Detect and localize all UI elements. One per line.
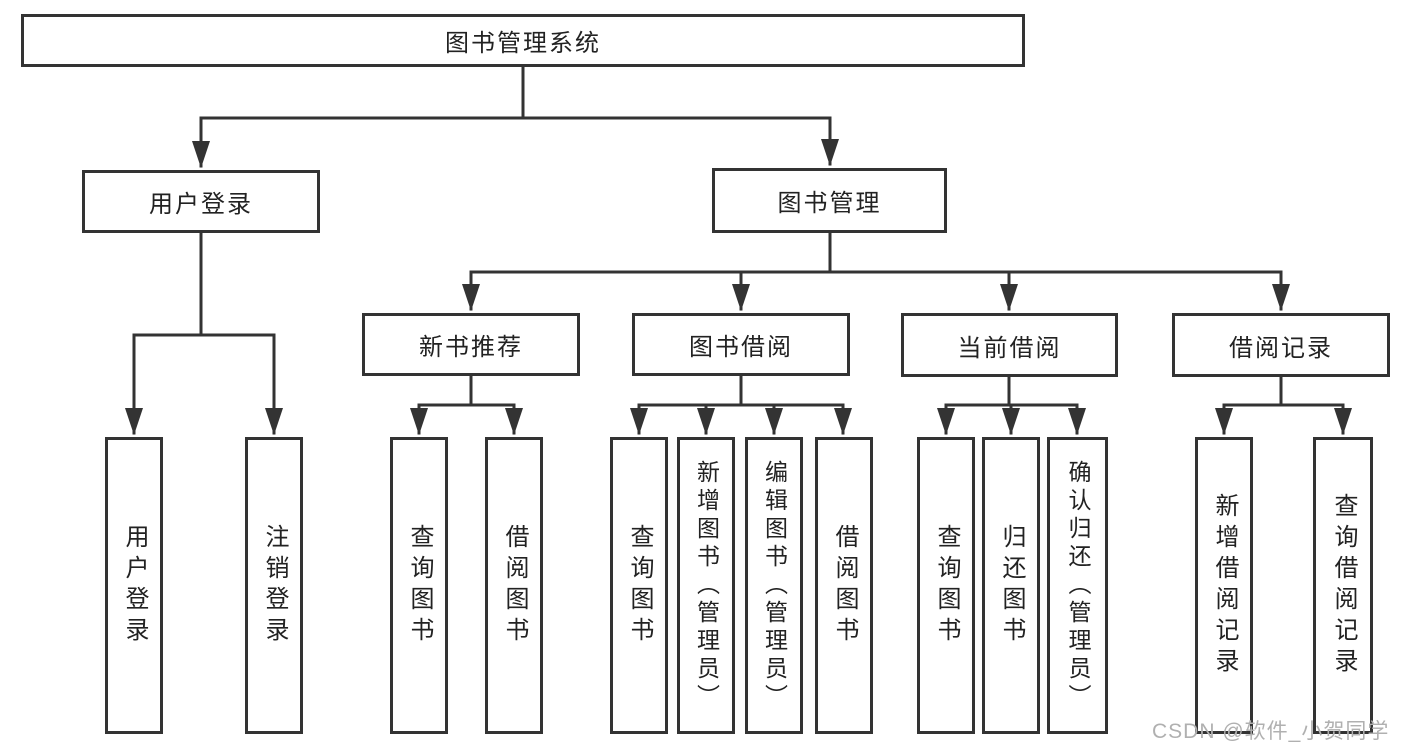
leaf-add-borrow-record: 新增借阅记录 [1195,437,1253,734]
leaf-query-borrow-record: 查询借阅记录 [1313,437,1373,734]
node-label: 用户登录 [121,523,148,648]
node-label: 注销登录 [261,523,288,648]
leaf-add-book-admin: 新增图书（管理员） [677,437,735,734]
node-label: 查询图书 [933,523,960,648]
leaf-edit-book-admin: 编辑图书（管理员） [745,437,803,734]
node-user-login: 用户登录 [82,170,320,233]
leaf-return-books: 归还图书 [982,437,1040,734]
node-label: 确认归还（管理员） [1065,459,1091,712]
leaf-query-books-recommend: 查询图书 [390,437,448,734]
node-label: 图书管理系统 [445,30,601,57]
node-label: 当前借阅 [957,334,1062,362]
node-label: 编辑图书（管理员） [761,459,788,712]
leaf-query-books-borrowing: 查询图书 [610,437,668,734]
node-label: 借阅图书 [501,523,528,648]
node-label: 查询借阅记录 [1330,492,1357,679]
node-label: 查询图书 [626,523,653,648]
node-borrowing-records: 借阅记录 [1172,313,1390,377]
node-label: 新增借阅记录 [1211,492,1238,679]
node-label: 查询图书 [406,523,433,648]
node-label: 图书管理 [777,190,882,217]
node-label: 图书借阅 [689,334,793,361]
node-library-system: 图书管理系统 [21,14,1025,67]
node-label: 归还图书 [998,523,1025,648]
node-new-book-recommend: 新书推荐 [362,313,580,376]
node-label: 借阅图书 [831,523,858,648]
node-current-borrowing: 当前借阅 [901,313,1118,377]
leaf-user-login: 用户登录 [105,437,163,734]
leaf-borrow-books-borrowing: 借阅图书 [815,437,873,734]
leaf-confirm-return-admin: 确认归还（管理员） [1047,437,1108,734]
node-label: 新书推荐 [419,334,523,361]
node-book-management: 图书管理 [712,168,947,233]
leaf-query-books-current: 查询图书 [917,437,975,734]
watermark: CSDN @软件_小贺同学 [1152,720,1390,743]
leaf-borrow-books-recommend: 借阅图书 [485,437,543,734]
leaf-logout: 注销登录 [245,437,303,734]
node-label: 借阅记录 [1229,334,1333,362]
node-label: 新增图书（管理员） [693,459,720,712]
node-label: 用户登录 [149,191,253,218]
node-book-borrowing: 图书借阅 [632,313,850,376]
